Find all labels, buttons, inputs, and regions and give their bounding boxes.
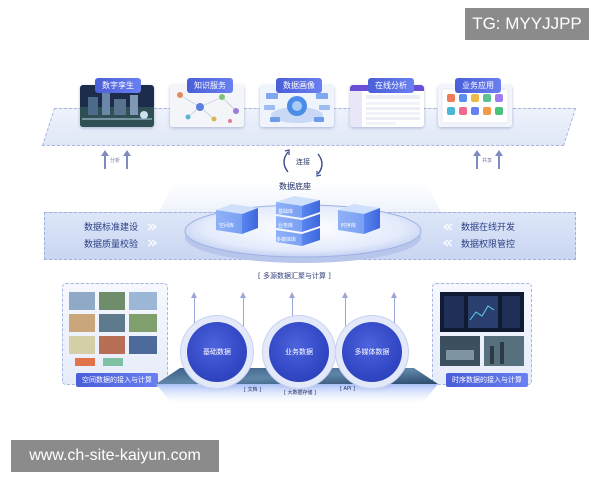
telegram-watermark: TG: MYYJJPP [465,8,589,40]
spatial-panel-label: 空间数据的接入与计算 [76,373,158,387]
spatial-map-thumbnails [69,292,157,366]
card-label-digital-twin: 数字孪生 [95,78,141,93]
up-arrow-3 [289,292,295,327]
data-quality-check: 数据质量校验 [84,240,139,250]
data-standard-building: 数据标准建设 [84,223,139,233]
up-arrow-4 [342,292,348,327]
analysis-text: 分析 [110,158,121,164]
right-chevron-icons-left [147,223,157,247]
up-arrow-5 [391,292,397,327]
tag-document: [ 文档 ] [244,387,262,393]
card-label-online-analysis: 在线分析 [368,78,414,93]
right-up-arrow-1 [473,150,481,169]
up-arrow-2 [240,292,246,327]
card-label-knowledge-service: 知识服务 [187,78,233,93]
tag-api: [ API ] [340,386,355,392]
connect-text: 连接 [296,158,310,166]
timeseries-panel-label: 时序数据的接入与计算 [446,373,528,387]
timeseries-dashboard-thumbnails [440,292,524,366]
left-up-arrow-2 [123,150,131,169]
up-arrow-1 [191,292,197,327]
data-permission-control: 数据权限管控 [461,240,516,250]
business-data-circle[interactable]: 业务数据 [269,322,329,382]
basic-data-circle[interactable]: 基础数据 [187,322,247,382]
cube-business-lib: 业务库 [278,223,294,229]
right-up-arrow-2 [495,150,503,169]
multimedia-data-circle[interactable]: 多媒体数据 [342,322,402,382]
tag-bigdata-storage: [ 大数据存储 ] [284,390,317,396]
cube-spatial-lib: 空间库 [219,223,235,229]
left-up-arrow-1 [101,150,109,169]
share-text: 共享 [482,158,493,164]
card-label-business-application: 业务应用 [455,78,501,93]
cube-multimedia-lib: 多媒体库 [276,237,297,243]
database-cubes [216,196,380,246]
left-chevron-icons-right [443,223,453,247]
tag-database: [ 数据库 ] [198,381,221,387]
site-watermark: www.ch-site-kaiyun.com [11,440,219,472]
cube-timeseries-lib: 时序库 [341,223,357,229]
card-label-data-portrait: 数据画像 [276,78,322,93]
aggregation-caption: [ 多源数据汇聚与计算 ] [258,272,331,280]
cube-basic-lib: 基础库 [278,209,294,215]
data-online-dev: 数据在线开发 [461,223,516,233]
data-base-title: 数据底座 [279,182,311,191]
